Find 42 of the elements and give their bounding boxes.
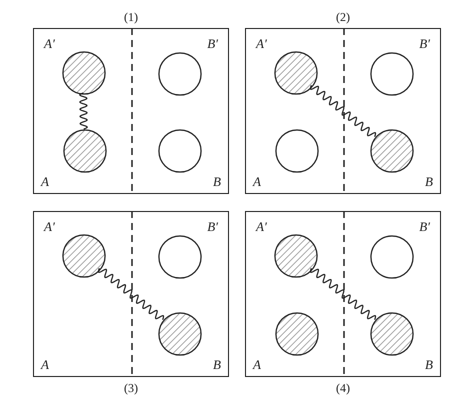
corner-label: B <box>425 175 433 189</box>
panel-number: (3) <box>124 382 138 395</box>
panel-number: (2) <box>336 11 350 24</box>
corner-label: A <box>41 175 49 189</box>
wavy-line <box>79 92 88 130</box>
corner-label: A <box>253 175 261 189</box>
hatched-circle <box>62 51 106 95</box>
hatched-circle <box>370 129 414 173</box>
panel-number: (4) <box>336 382 350 395</box>
hatched-circle <box>274 234 318 278</box>
circle <box>158 52 202 96</box>
circle <box>158 129 202 173</box>
circle <box>158 235 202 279</box>
hatched-circle <box>62 234 106 278</box>
panel-frame <box>245 28 441 194</box>
hatched-circle <box>275 312 319 356</box>
circle <box>370 235 414 279</box>
wavy-line <box>98 268 164 320</box>
hatched-circle <box>63 129 107 173</box>
hatched-circle <box>370 312 414 356</box>
wavy-line <box>310 85 376 137</box>
panel-frame <box>245 211 441 377</box>
wavy-line <box>310 268 376 320</box>
corner-label: B <box>425 358 433 372</box>
corner-label: B′ <box>419 37 430 51</box>
corner-label: A′ <box>44 37 55 51</box>
panel-number: (1) <box>124 11 138 24</box>
circle <box>370 52 414 96</box>
corner-label: B <box>213 175 221 189</box>
corner-label: A′ <box>256 220 267 234</box>
circle <box>275 129 319 173</box>
corner-label: A′ <box>44 220 55 234</box>
corner-label: B′ <box>207 220 218 234</box>
corner-label: B′ <box>419 220 430 234</box>
corner-label: A′ <box>256 37 267 51</box>
corner-label: A <box>253 358 261 372</box>
hatched-circle <box>274 51 318 95</box>
corner-label: A <box>41 358 49 372</box>
corner-label: B′ <box>207 37 218 51</box>
panel-frame <box>33 211 229 377</box>
panel-frame <box>33 28 229 194</box>
corner-label: B <box>213 358 221 372</box>
